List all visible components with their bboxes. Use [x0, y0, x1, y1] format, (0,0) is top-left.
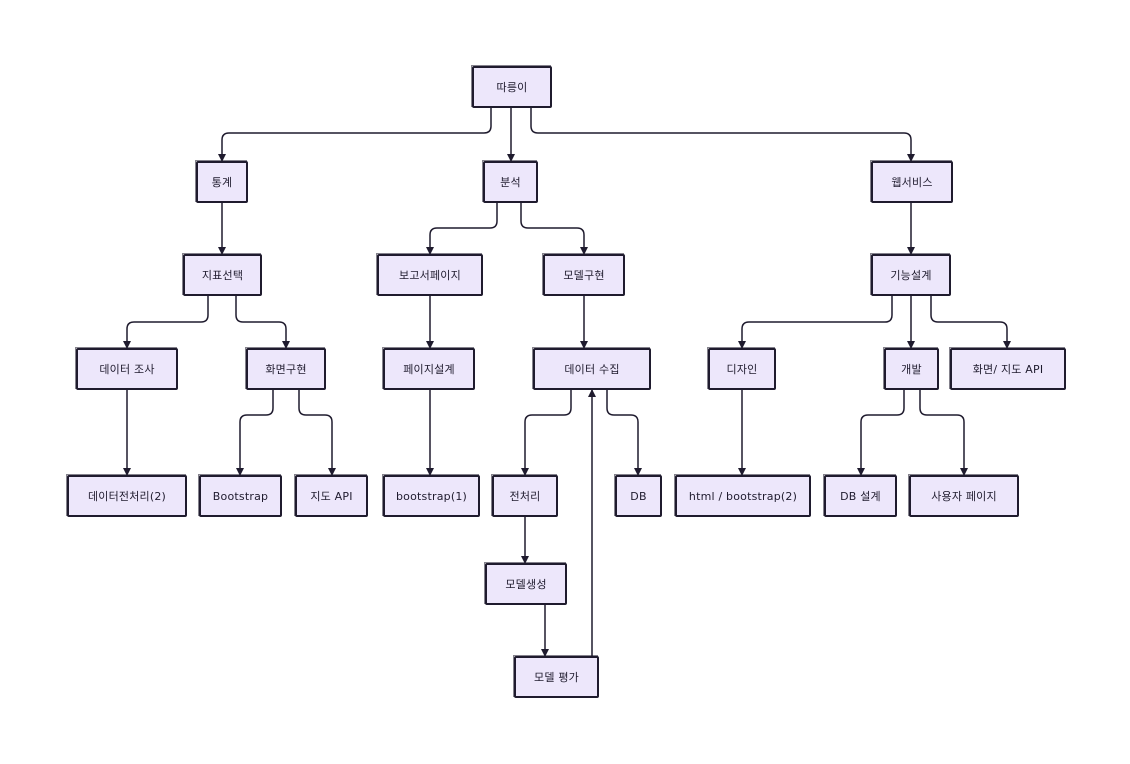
node-preproc[interactable]: 전처리 — [491, 474, 558, 517]
node-preproc2[interactable]: 데이터전처리(2) — [66, 474, 187, 517]
node-func[interactable]: 기능설계 — [870, 253, 951, 296]
node-label: 개발 — [901, 363, 922, 376]
node-label: 모델생성 — [505, 578, 547, 591]
node-modeleval[interactable]: 모델 평가 — [513, 655, 599, 698]
node-modelgen[interactable]: 모델생성 — [484, 562, 567, 605]
node-label: 디자인 — [726, 363, 758, 376]
edge-analysis-to-report — [426, 203, 498, 255]
edge-collect-to-preproc — [521, 390, 572, 476]
node-label: 데이터 조사 — [99, 363, 155, 376]
node-label: 기능설계 — [890, 269, 932, 282]
edge-indicator-to-screen — [235, 296, 290, 349]
node-label: 지표선택 — [201, 269, 244, 282]
edge-func-to-screenmap — [930, 296, 1011, 349]
node-model[interactable]: 모델구현 — [542, 253, 625, 296]
node-label: 데이터 수집 — [564, 363, 620, 376]
node-label: 지도 API — [310, 490, 353, 503]
node-label: bootstrap(1) — [395, 489, 468, 503]
node-label: 보고서페이지 — [399, 269, 461, 282]
node-label: 따릉이 — [496, 81, 528, 94]
node-label: 전처리 — [509, 490, 541, 503]
node-label: 분석 — [500, 176, 521, 189]
node-mapapi[interactable]: 지도 API — [294, 474, 368, 517]
node-dbdesign[interactable]: DB 설계 — [823, 474, 897, 517]
node-analysis[interactable]: 분석 — [482, 160, 538, 203]
node-screen[interactable]: 화면구현 — [245, 347, 326, 390]
edge-analysis-to-model — [520, 203, 588, 255]
node-label: 데이터전처리(2) — [87, 490, 167, 503]
node-screenmap[interactable]: 화면/ 지도 API — [949, 347, 1066, 390]
edge-dev-to-dbdesign — [857, 390, 905, 476]
edge-screen-to-bootstrap — [236, 390, 274, 476]
node-label: html / bootstrap(2) — [688, 489, 798, 503]
edge-indicator-to-survey — [123, 296, 209, 349]
edge-collect-to-db — [606, 390, 642, 476]
node-label: Bootstrap — [212, 489, 269, 503]
node-label: 페이지설계 — [403, 363, 455, 376]
node-label: DB — [630, 489, 647, 503]
node-pagedesign[interactable]: 페이지설계 — [382, 347, 475, 390]
node-stats[interactable]: 통계 — [195, 160, 248, 203]
edge-func-to-design — [738, 296, 893, 349]
node-label: 화면/ 지도 API — [972, 363, 1044, 376]
node-indicator[interactable]: 지표선택 — [182, 253, 262, 296]
edge-dev-to-userpage — [919, 390, 968, 476]
edge-root-to-stats — [218, 108, 492, 162]
node-dev[interactable]: 개발 — [883, 347, 939, 390]
node-label: 모델 평가 — [534, 671, 579, 684]
node-label: DB 설계 — [840, 490, 881, 503]
edge-root-to-web — [530, 108, 915, 162]
node-collect[interactable]: 데이터 수집 — [532, 347, 651, 390]
node-label: 통계 — [211, 176, 233, 189]
edge-screen-to-mapapi — [298, 390, 336, 476]
node-web[interactable]: 웹서비스 — [870, 160, 953, 203]
node-design[interactable]: 디자인 — [707, 347, 776, 390]
node-userpage[interactable]: 사용자 페이지 — [908, 474, 1019, 517]
node-label: 화면구현 — [265, 363, 307, 376]
node-survey[interactable]: 데이터 조사 — [75, 347, 178, 390]
node-db[interactable]: DB — [614, 474, 662, 517]
node-root[interactable]: 따릉이 — [471, 65, 552, 108]
node-bootstrap1[interactable]: bootstrap(1) — [382, 474, 480, 517]
node-label: 웹서비스 — [891, 176, 933, 189]
node-report[interactable]: 보고서페이지 — [376, 253, 483, 296]
node-htmlbs[interactable]: html / bootstrap(2) — [674, 474, 811, 517]
node-bootstrap[interactable]: Bootstrap — [198, 474, 282, 517]
node-label: 사용자 페이지 — [931, 490, 997, 503]
node-label: 모델구현 — [563, 269, 605, 282]
